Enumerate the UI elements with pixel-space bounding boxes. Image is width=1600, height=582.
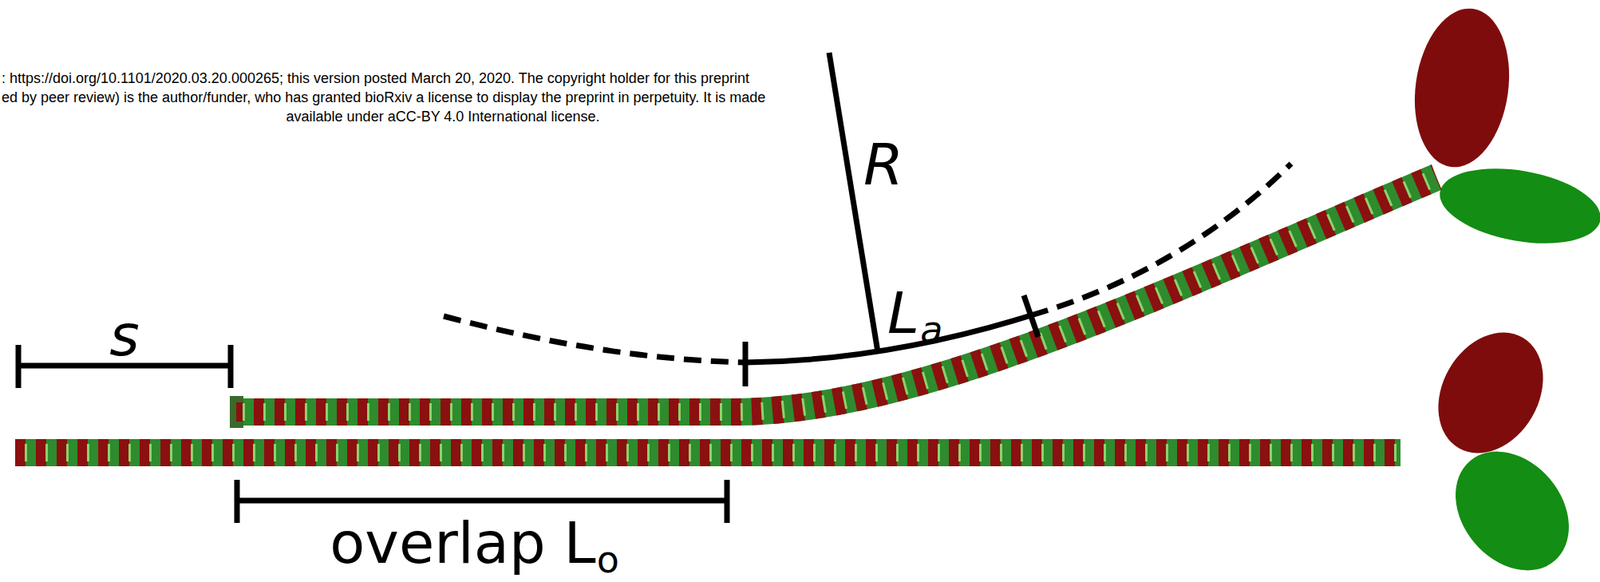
upper-filament xyxy=(233,177,1437,425)
preprint-notice: : https://doi.org/10.1101/2020.03.20.000… xyxy=(0,71,751,86)
subscript: a xyxy=(920,311,943,348)
dimension-label: L xyxy=(887,284,920,342)
myosin-head xyxy=(1405,2,1520,174)
subscript: o xyxy=(596,541,620,578)
dimension-label: s xyxy=(109,306,140,364)
myosin-head xyxy=(1432,428,1593,582)
myosin-head xyxy=(1434,157,1600,255)
myosin-head xyxy=(1417,313,1565,473)
preprint-notice: available under aCC-BY 4.0 International… xyxy=(284,109,602,124)
dimension-label: R xyxy=(863,135,904,194)
dimension-label: overlap L xyxy=(329,513,596,572)
lower-filament xyxy=(15,452,1401,454)
preprint-notice: ed by peer review) is the author/funder,… xyxy=(0,90,767,105)
